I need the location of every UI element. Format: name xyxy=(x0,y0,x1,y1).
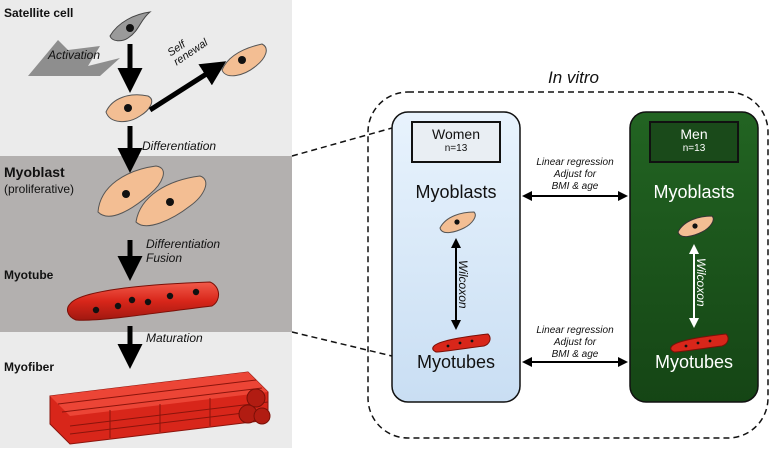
women-wilcoxon-label: Wilcoxon xyxy=(456,260,470,309)
men-n: n=13 xyxy=(682,143,706,154)
label-in-vitro: In vitro xyxy=(548,68,600,87)
label-differentiation-fusion-1: Differentiation xyxy=(146,237,221,251)
label-myoblast: Myoblast xyxy=(4,164,65,180)
women-myoblasts-label: Myoblasts xyxy=(415,182,497,202)
label-maturation: Maturation xyxy=(146,331,203,345)
label-fusion: Fusion xyxy=(146,251,183,265)
comparison-top-line1: Linear regression xyxy=(536,157,614,168)
men-header: Men xyxy=(680,126,708,142)
men-wilcoxon-label: Wilcoxon xyxy=(694,258,708,307)
satellite-cell-icon xyxy=(109,11,152,42)
comparison-bottom-line1: Linear regression xyxy=(536,325,614,336)
in-vitro-box xyxy=(367,91,769,439)
label-satellite-cell: Satellite cell xyxy=(4,6,74,20)
label-myotube: Myotube xyxy=(4,268,54,282)
men-myotube-icon xyxy=(670,333,729,353)
comparison-bottom-text: Linear regression Adjust for BMI & age xyxy=(522,325,628,361)
label-myofiber: Myofiber xyxy=(4,360,55,374)
renewed-cell-icon xyxy=(221,43,267,77)
activation-bolt-icon xyxy=(28,40,120,76)
label-activation: Activation xyxy=(48,48,101,62)
women-header-box xyxy=(411,121,501,163)
comparison-top-line2: Adjust for xyxy=(553,169,597,180)
women-myotubes-label: Myotubes xyxy=(416,352,496,372)
myoblast-cells-icon xyxy=(97,165,207,227)
comparison-bottom-line2: Adjust for xyxy=(553,337,597,348)
label-proliferative: (proliferative) xyxy=(4,182,75,196)
comparison-bottom-line3: BMI & age xyxy=(551,349,599,360)
myofiber-icon xyxy=(49,371,271,445)
activated-cell-icon xyxy=(105,94,153,122)
men-myoblast-icon xyxy=(677,215,714,238)
women-header: Women xyxy=(432,126,480,142)
women-myoblast-icon xyxy=(439,211,476,234)
label-differentiation: Differentiation xyxy=(142,139,217,153)
men-header-box xyxy=(649,121,739,163)
arrow-self-renewal xyxy=(148,61,227,113)
men-myotubes-label: Myotubes xyxy=(654,352,734,372)
comparison-top-line3: BMI & age xyxy=(551,181,599,192)
men-myoblasts-label: Myoblasts xyxy=(653,182,735,202)
comparison-top-text: Linear regression Adjust for BMI & age xyxy=(522,157,628,193)
connector-bottom xyxy=(291,331,393,357)
women-n: n=13 xyxy=(444,143,468,154)
myotube-icon xyxy=(67,281,219,321)
women-myotube-icon xyxy=(432,333,491,353)
connector-top xyxy=(291,127,393,157)
